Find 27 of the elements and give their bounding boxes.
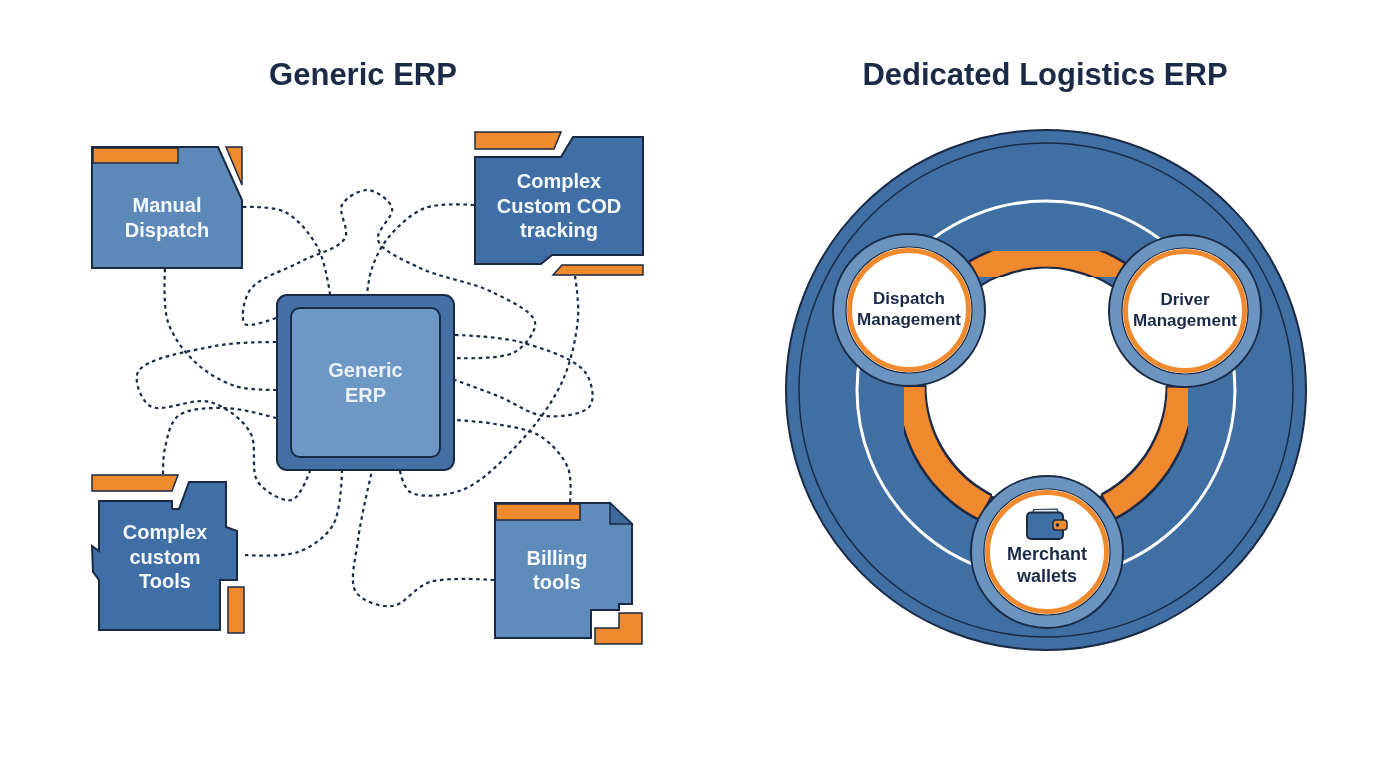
module-circle bbox=[832, 233, 986, 387]
folder-tile bbox=[474, 131, 644, 276]
dashed-connector bbox=[454, 418, 572, 503]
fragmented-tile bbox=[91, 474, 245, 635]
dashed-connector bbox=[242, 205, 332, 295]
dashed-connector bbox=[241, 188, 537, 360]
dashed-connector bbox=[454, 333, 594, 418]
dashed-connector bbox=[244, 470, 344, 557]
platform-ring bbox=[785, 129, 1307, 651]
panel-heading: Dedicated Logistics ERP bbox=[862, 57, 1228, 93]
module-label: Dispatch Management bbox=[856, 289, 962, 331]
module-label: Complex Custom COD tracking bbox=[495, 169, 623, 243]
dashed-connector bbox=[135, 340, 312, 502]
dashed-connector bbox=[163, 268, 276, 392]
document-tile bbox=[494, 502, 643, 645]
module-circle bbox=[970, 475, 1124, 629]
module-label: Driver Management bbox=[1132, 290, 1238, 332]
module-label: Manual Dispatch bbox=[123, 193, 211, 242]
module-label: Billing tools bbox=[525, 545, 589, 595]
module-label: Generic ERP bbox=[327, 358, 404, 407]
ring-segment-connector bbox=[969, 241, 1125, 286]
core-system-box bbox=[276, 294, 455, 471]
module-label: Complex custom Tools bbox=[121, 520, 209, 594]
panel-heading: Generic ERP bbox=[269, 57, 457, 93]
module-circle bbox=[1108, 234, 1262, 388]
folder-tile bbox=[91, 146, 243, 269]
module-label: Merchant wallets bbox=[1006, 544, 1088, 588]
